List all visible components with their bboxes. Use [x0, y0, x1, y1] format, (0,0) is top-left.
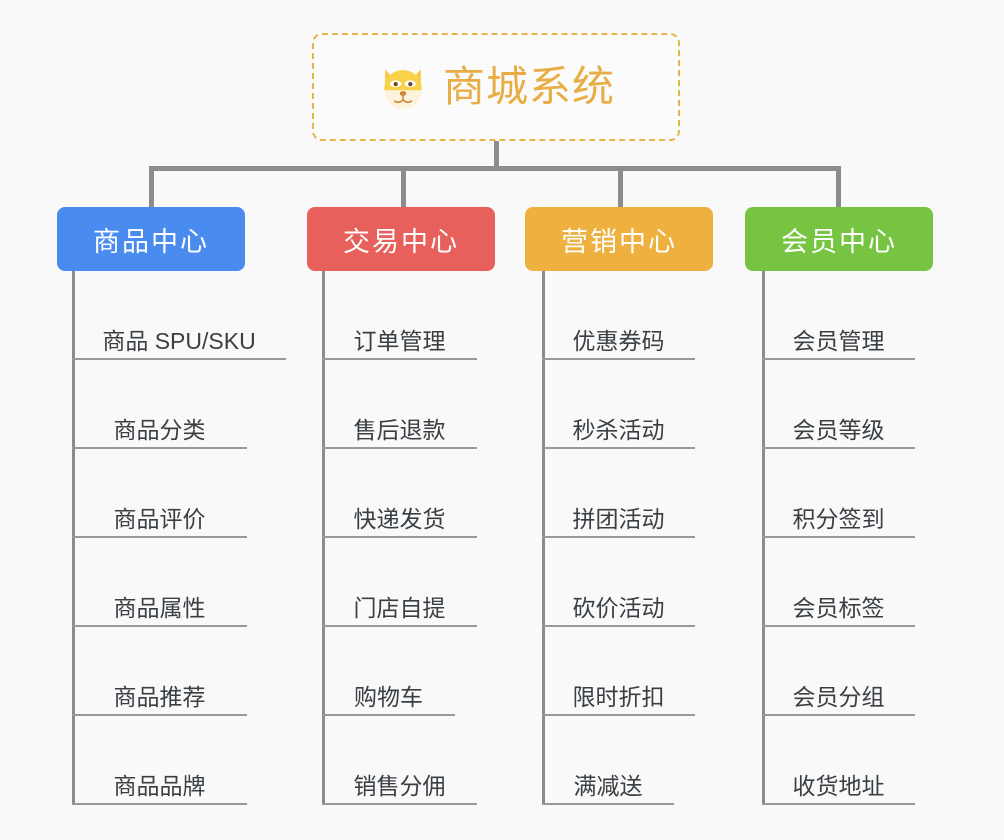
leaf-item[interactable]: 商品分类 — [72, 360, 247, 449]
connector-root-stem — [494, 141, 499, 170]
leaf-item[interactable]: 会员分组 — [762, 627, 915, 716]
leaf-item-label: 积分签到 — [792, 505, 885, 532]
leaf-item[interactable]: 秒杀活动 — [542, 360, 695, 449]
category-header-product-center[interactable]: 商品中心 — [57, 207, 245, 271]
leaf-item-label: 商品属性 — [113, 594, 206, 621]
leaf-item[interactable]: 商品 SPU/SKU — [72, 271, 286, 360]
leaf-item-label: 购物车 — [354, 683, 423, 710]
leaf-item[interactable]: 商品评价 — [72, 449, 247, 538]
leaf-item[interactable]: 门店自提 — [322, 538, 477, 627]
leaf-item[interactable]: 砍价活动 — [542, 538, 695, 627]
dog-face-icon — [384, 69, 422, 109]
category-header-label: 营销中心 — [561, 226, 677, 257]
category-header-label: 会员中心 — [781, 226, 897, 257]
category-header-label: 商品中心 — [93, 226, 209, 257]
category-header-trade-center[interactable]: 交易中心 — [307, 207, 495, 271]
leaf-item[interactable]: 售后退款 — [322, 360, 477, 449]
leaf-item[interactable]: 满减送 — [542, 716, 674, 805]
root-title: 商城系统 — [442, 63, 615, 110]
leaf-item-label: 商品评价 — [113, 505, 206, 532]
leaf-item[interactable]: 会员等级 — [762, 360, 915, 449]
leaf-item-label: 收货地址 — [792, 772, 885, 799]
connector-drop-3 — [618, 166, 623, 207]
leaf-item[interactable]: 拼团活动 — [542, 449, 695, 538]
leaf-item[interactable]: 优惠券码 — [542, 271, 695, 360]
leaf-item[interactable]: 会员标签 — [762, 538, 915, 627]
leaf-item-label: 门店自提 — [353, 594, 446, 621]
leaf-item[interactable]: 购物车 — [322, 627, 455, 716]
leaf-item-label: 会员标签 — [792, 594, 885, 621]
connector-drop-2 — [401, 166, 406, 207]
leaf-item-label: 限时折扣 — [572, 683, 665, 710]
category-header-label: 交易中心 — [343, 226, 459, 257]
leaf-item-label: 订单管理 — [353, 327, 446, 354]
leaf-item[interactable]: 快递发货 — [322, 449, 477, 538]
leaf-item-label: 商品推荐 — [113, 683, 206, 710]
category-header-marketing-center[interactable]: 营销中心 — [525, 207, 713, 271]
leaf-item-label: 秒杀活动 — [572, 416, 665, 443]
leaf-item-label: 拼团活动 — [572, 505, 665, 532]
leaf-item-label: 会员分组 — [792, 683, 885, 710]
leaf-item[interactable]: 积分签到 — [762, 449, 915, 538]
leaf-item-label: 商品分类 — [113, 416, 206, 443]
leaf-item-label: 商品 SPU/SKU — [102, 327, 256, 354]
leaf-item[interactable]: 会员管理 — [762, 271, 915, 360]
leaf-item-label: 会员等级 — [792, 416, 885, 443]
leaf-item-label: 优惠券码 — [572, 327, 665, 354]
connector-horizontal-bus — [149, 166, 841, 171]
leaf-item[interactable]: 商品品牌 — [72, 716, 247, 805]
leaf-item[interactable]: 订单管理 — [322, 271, 477, 360]
leaf-item-label: 销售分佣 — [353, 772, 446, 799]
connector-drop-1 — [149, 166, 154, 207]
connector-drop-4 — [836, 166, 841, 207]
leaf-item-label: 商品品牌 — [113, 772, 206, 799]
leaf-item-label: 会员管理 — [792, 327, 885, 354]
leaf-item[interactable]: 限时折扣 — [542, 627, 695, 716]
category-header-member-center[interactable]: 会员中心 — [745, 207, 933, 271]
leaf-item[interactable]: 商品属性 — [72, 538, 247, 627]
leaf-item-label: 快递发货 — [353, 505, 446, 532]
root-node[interactable]: 商城系统 — [312, 33, 680, 141]
leaf-item[interactable]: 销售分佣 — [322, 716, 477, 805]
leaf-item[interactable]: 收货地址 — [762, 716, 915, 805]
leaf-item-label: 砍价活动 — [572, 594, 665, 621]
leaf-item[interactable]: 商品推荐 — [72, 627, 247, 716]
leaf-item-label: 售后退款 — [353, 416, 446, 443]
leaf-item-label: 满减送 — [573, 772, 643, 799]
